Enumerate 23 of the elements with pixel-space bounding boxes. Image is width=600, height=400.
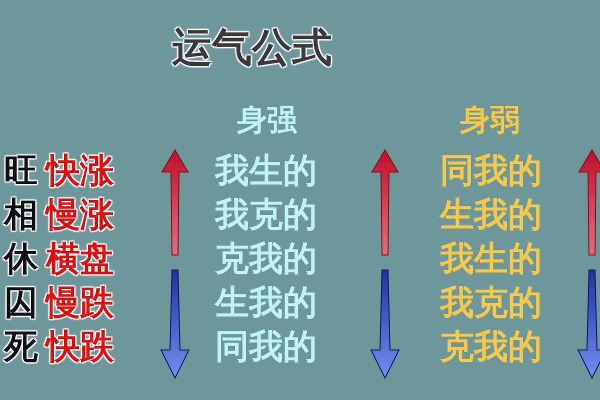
title: 运气公式	[172, 28, 332, 68]
table-text: 我生的	[215, 154, 317, 188]
table-text: 克我的	[215, 242, 317, 276]
trend-label: 慢跌	[46, 286, 114, 320]
table-text: 同我的	[215, 330, 317, 364]
table-text: 我克的	[215, 198, 317, 232]
table-text: 同我的	[440, 154, 542, 188]
table-text: 生我的	[440, 198, 542, 232]
table-text: 我生的	[440, 242, 542, 276]
state-label: 休	[4, 242, 38, 276]
column-heading: 身强	[237, 106, 297, 136]
table-text: 克我的	[440, 330, 542, 364]
table-text: 生我的	[215, 286, 317, 320]
state-label: 旺	[4, 154, 38, 188]
trend-label: 快涨	[46, 154, 114, 188]
trend-label: 慢涨	[46, 198, 114, 232]
column-heading: 身弱	[460, 106, 520, 136]
table-text: 我克的	[440, 286, 542, 320]
state-label: 死	[4, 330, 38, 364]
trend-label: 快跌	[46, 330, 114, 364]
state-label: 囚	[4, 286, 38, 320]
state-label: 相	[4, 198, 38, 232]
trend-label: 横盘	[46, 242, 114, 276]
